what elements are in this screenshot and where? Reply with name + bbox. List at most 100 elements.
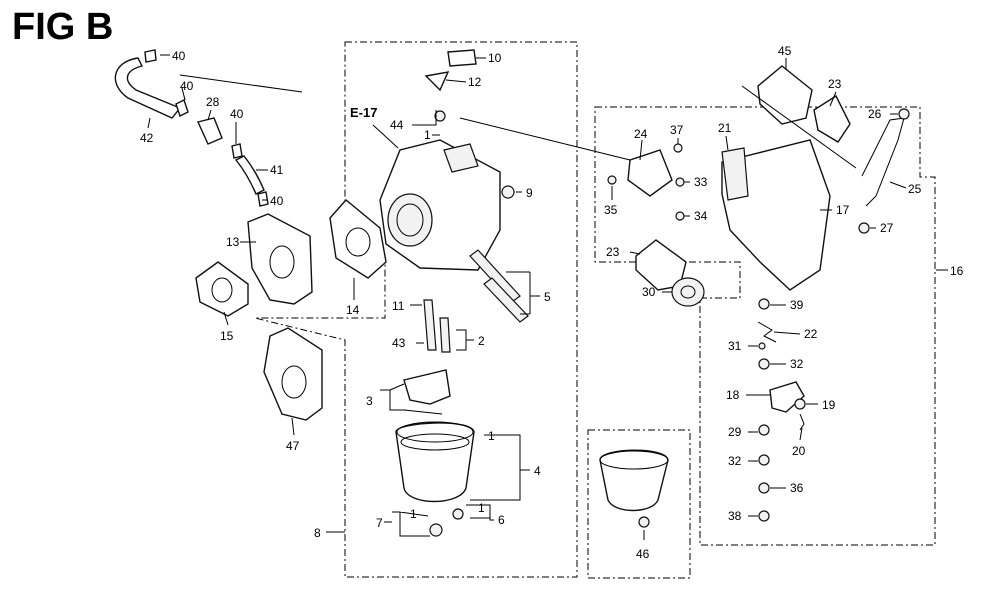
clip-40-left bbox=[175, 99, 189, 117]
cup-group-outline bbox=[587, 429, 691, 579]
callout-46: 46 bbox=[636, 547, 650, 561]
callout-23-left: 23 bbox=[606, 245, 620, 259]
callout-40-tube: 40 bbox=[230, 107, 244, 121]
callout-6: 6 bbox=[498, 513, 505, 527]
carburetor-bore-inner bbox=[396, 203, 424, 237]
jet-2 bbox=[439, 317, 451, 353]
fuel-filter-28 bbox=[197, 117, 223, 145]
callout-41: 41 bbox=[270, 163, 284, 177]
fuel-tube-41 bbox=[234, 155, 265, 195]
clip-20 bbox=[799, 413, 805, 431]
gasket-14-hole bbox=[345, 227, 371, 257]
callout-40-top: 40 bbox=[172, 49, 186, 63]
plate-47 bbox=[263, 327, 323, 421]
nut-19 bbox=[794, 398, 806, 410]
pilot-screw-5b bbox=[483, 277, 529, 323]
float-pin bbox=[403, 409, 443, 415]
callout-9: 9 bbox=[526, 186, 533, 200]
nut-38 bbox=[758, 510, 770, 522]
gasket-15 bbox=[195, 261, 249, 317]
reference-e17: E-17 bbox=[350, 105, 377, 120]
callout-18: 18 bbox=[726, 388, 740, 402]
callout-2: 2 bbox=[478, 334, 485, 348]
spring-22 bbox=[757, 321, 777, 343]
bolt-37 bbox=[673, 143, 683, 153]
callout-17: 17 bbox=[836, 203, 850, 217]
washer-31 bbox=[758, 342, 766, 350]
leader-lines bbox=[147, 54, 948, 540]
insulator-hole bbox=[269, 245, 295, 279]
cup-46-rim bbox=[599, 450, 669, 470]
carburetor-top-detail bbox=[443, 143, 479, 173]
choke-lever-24 bbox=[627, 149, 673, 197]
callout-23-right: 23 bbox=[828, 77, 842, 91]
washer-33 bbox=[675, 177, 685, 187]
washer-36 bbox=[758, 482, 770, 494]
nut-39 bbox=[758, 298, 770, 310]
cable-25 bbox=[861, 117, 905, 207]
gasket-14 bbox=[329, 199, 387, 279]
callout-35: 35 bbox=[604, 203, 618, 217]
callout-1-left: 1 bbox=[410, 507, 417, 521]
gasket-45 bbox=[757, 65, 813, 125]
pulley-30-hub bbox=[680, 285, 696, 299]
pulley-30 bbox=[671, 277, 705, 307]
callout-44: 44 bbox=[390, 118, 404, 132]
callout-28: 28 bbox=[206, 95, 220, 109]
callout-7: 7 bbox=[376, 516, 383, 530]
callout-43: 43 bbox=[392, 336, 406, 350]
callout-42: 42 bbox=[140, 131, 154, 145]
callout-15: 15 bbox=[220, 329, 234, 343]
callout-37: 37 bbox=[670, 123, 684, 137]
callout-47: 47 bbox=[286, 439, 300, 453]
callout-21: 21 bbox=[718, 121, 732, 135]
clip-26 bbox=[898, 108, 910, 120]
drain-screw-7 bbox=[429, 523, 443, 537]
callout-19: 19 bbox=[822, 398, 836, 412]
clip-40-low bbox=[257, 191, 269, 207]
carburetor-bore bbox=[387, 193, 433, 247]
plate-47-hole bbox=[281, 365, 307, 399]
float-bowl-gasket bbox=[400, 433, 470, 451]
float-bowl-4 bbox=[395, 422, 475, 503]
callout-24: 24 bbox=[634, 127, 648, 141]
callout-45: 45 bbox=[778, 44, 792, 58]
callout-8: 8 bbox=[314, 526, 321, 540]
cup-46 bbox=[599, 449, 669, 512]
clip-40-mid bbox=[231, 143, 243, 159]
nut-32-lower bbox=[758, 454, 770, 466]
callout-40-hose: 40 bbox=[180, 79, 194, 93]
callout-1-bowl: 1 bbox=[488, 429, 495, 443]
gasket-23-right bbox=[813, 94, 851, 143]
callout-31: 31 bbox=[728, 339, 742, 353]
bolt-35 bbox=[607, 175, 617, 185]
callout-1-top: 1 bbox=[424, 128, 431, 142]
callout-22: 22 bbox=[804, 327, 818, 341]
drain-washer-6 bbox=[452, 508, 464, 520]
callout-3: 3 bbox=[366, 394, 373, 408]
callout-25: 25 bbox=[908, 182, 922, 196]
nut-32-upper bbox=[758, 358, 770, 370]
bracket-21 bbox=[721, 147, 749, 201]
callout-10: 10 bbox=[488, 51, 502, 65]
callout-11: 11 bbox=[392, 299, 405, 313]
callout-32-upper: 32 bbox=[790, 357, 804, 371]
callout-16: 16 bbox=[950, 264, 964, 278]
screw-46 bbox=[638, 516, 650, 528]
part-12 bbox=[424, 71, 450, 92]
callout-13: 13 bbox=[226, 235, 240, 249]
float-3 bbox=[403, 369, 451, 405]
callout-39: 39 bbox=[790, 298, 804, 312]
control-bracket-17 bbox=[721, 139, 831, 291]
callout-40-low: 40 bbox=[270, 194, 284, 208]
callout-32-lower: 32 bbox=[728, 454, 742, 468]
fuel-hose-42 bbox=[114, 57, 182, 119]
callout-38: 38 bbox=[728, 509, 742, 523]
plug-10 bbox=[447, 49, 477, 67]
callout-5: 5 bbox=[544, 290, 551, 304]
callout-4: 4 bbox=[534, 464, 541, 478]
figure-title: FIG B bbox=[12, 6, 114, 48]
insulator-plate-13 bbox=[247, 213, 313, 305]
callout-1-right: 1 bbox=[478, 501, 485, 515]
